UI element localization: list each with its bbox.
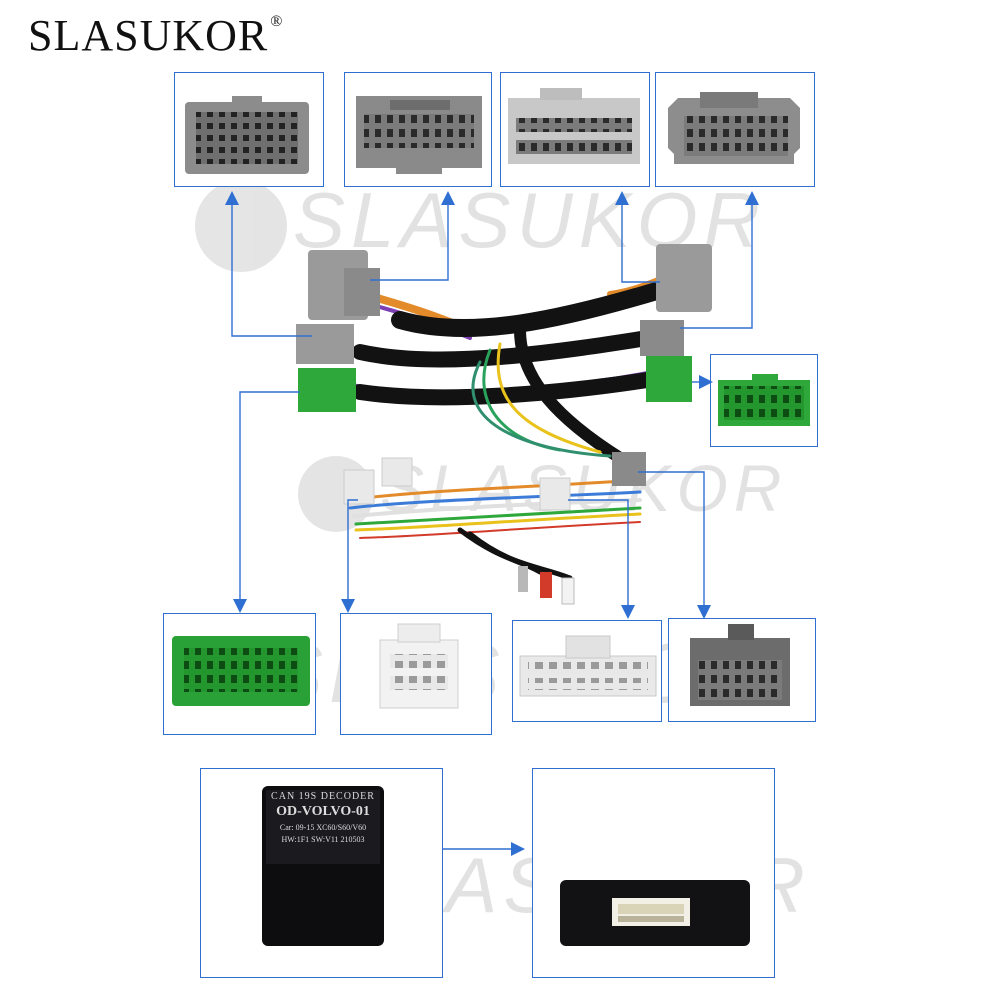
decoder-label-car: Car: 09-15 XC60/S60/V60: [279, 823, 367, 832]
connector-bottom-white-long: [519, 635, 657, 697]
decoder-label-version: HW:1F1 SW:V11 210503: [281, 835, 365, 844]
connector-bottom-grey: [690, 624, 790, 706]
harness-connectors: [296, 244, 712, 605]
decoder-label: CAN 19S DECODER OD-VOLVO-01 Car: 09-15 X…: [266, 791, 380, 863]
connector-top-4: [668, 92, 800, 164]
decoder-label-model: OD-VOLVO-01: [276, 804, 370, 819]
decoder-box-connector-side: [560, 880, 750, 946]
connector-bottom-green: [172, 636, 310, 706]
brand-logo: SLASUKOR®: [28, 11, 284, 60]
callout-lines: [225, 191, 759, 856]
connector-top-1: [185, 96, 309, 174]
decoder-label-line1: CAN 19S DECODER: [271, 791, 375, 802]
connector-green-right: [718, 374, 810, 426]
harness-wires: [346, 265, 693, 581]
watermark-logo-icon: [195, 180, 287, 273]
connector-top-3: [508, 88, 640, 164]
decoder-box-front: [262, 786, 384, 946]
connector-bottom-white-small: [379, 623, 459, 709]
connector-top-2: [356, 96, 482, 174]
